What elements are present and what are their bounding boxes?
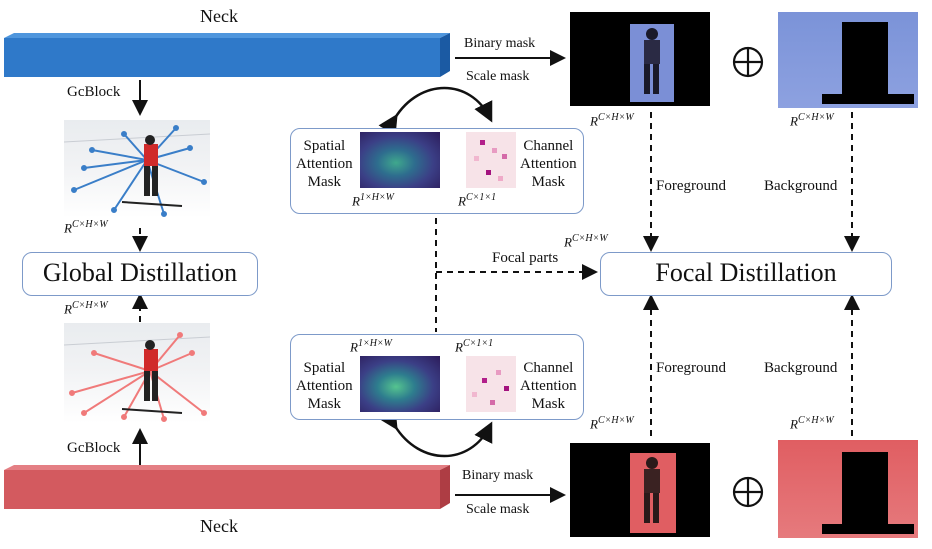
dim-label-bg-top: RC×H×W	[790, 112, 834, 129]
background-label-bottom: Background	[764, 360, 838, 376]
foreground-mask-image-bottom	[570, 443, 710, 537]
foreground-label-top: Foreground	[656, 178, 726, 194]
background-mask-image-bottom	[778, 440, 918, 538]
oplus-icon-bottom	[732, 476, 764, 508]
background-label-top: Background	[764, 178, 838, 194]
curved-arrow-bottom	[378, 407, 493, 458]
gcblock-label-top: GcBlock	[67, 84, 121, 100]
focal-distillation-box: Focal Distillation	[600, 252, 892, 296]
background-mask-image-top	[778, 12, 918, 108]
dim-label-channel-bottom: RC×1×1	[455, 338, 494, 355]
neck-bar-top	[4, 33, 450, 77]
gcblock-label-bottom: GcBlock	[67, 440, 121, 456]
skier-image-blue	[64, 120, 210, 218]
dim-label-focal: RC×H×W	[564, 233, 608, 250]
neck-bar-bottom	[4, 465, 450, 509]
oplus-icon-top	[732, 46, 764, 78]
dim-label-left-bottom: RC×H×W	[64, 300, 108, 317]
foreground-mask-image-top	[570, 12, 710, 106]
scale-mask-label-top: Scale mask	[466, 69, 530, 84]
dim-label-spatial-bottom: R1×H×W	[350, 338, 393, 355]
channel-attention-heatmap-bottom	[466, 356, 516, 412]
foreground-label-bottom: Foreground	[656, 360, 726, 376]
global-distillation-box: Global Distillation	[22, 252, 258, 296]
focal-parts-label: Focal parts	[492, 250, 559, 266]
dim-label-channel-top: RC×1×1	[458, 192, 497, 209]
dim-label-fg-bottom: RC×H×W	[590, 415, 634, 432]
binary-mask-label-bottom: Binary mask	[462, 468, 534, 483]
neck-label-bottom: Neck	[200, 516, 238, 536]
scale-mask-label-bottom: Scale mask	[466, 502, 530, 517]
dim-label-fg-top: RC×H×W	[590, 112, 634, 129]
neck-label-top: Neck	[200, 6, 238, 26]
binary-mask-label-top: Binary mask	[464, 36, 536, 51]
spatial-attention-heatmap-top	[360, 132, 440, 188]
global-distillation-label: Global Distillation	[42, 258, 238, 287]
dim-label-spatial-top: R1×H×W	[352, 192, 395, 209]
focal-distillation-label: Focal Distillation	[655, 258, 837, 287]
skier-image-red	[64, 323, 210, 423]
dim-label-left-top: RC×H×W	[64, 219, 108, 236]
spatial-attention-heatmap-bottom	[360, 356, 440, 412]
dim-label-bg-bottom: RC×H×W	[790, 415, 834, 432]
channel-attention-heatmap-top	[466, 132, 516, 188]
curved-arrow-top	[378, 86, 493, 137]
